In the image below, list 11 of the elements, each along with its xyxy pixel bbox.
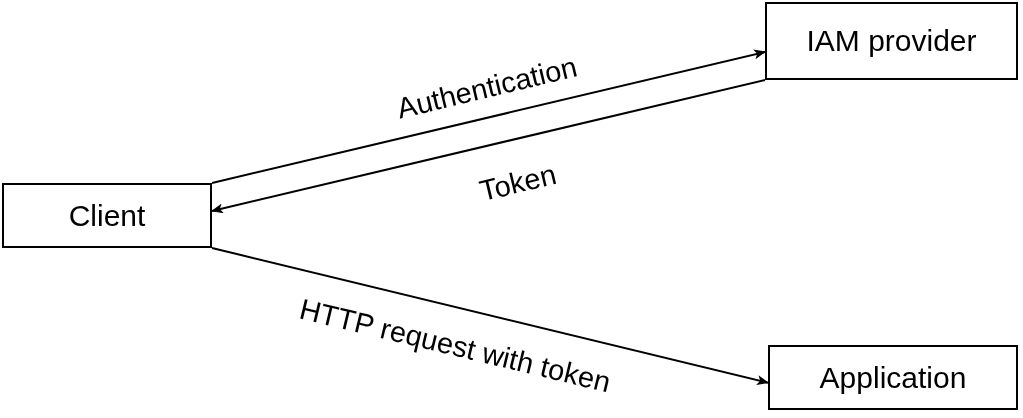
edge-label: HTTP request with token — [296, 294, 614, 398]
arrow — [211, 49, 766, 184]
node-label: IAM provider — [806, 26, 977, 56]
process-box — [765, 2, 1018, 80]
process-box — [2, 183, 212, 248]
node-label: Application — [819, 362, 967, 393]
arrow — [211, 79, 766, 214]
process-box — [768, 345, 1018, 410]
edge-label: Token — [477, 159, 559, 207]
node-label: Client — [68, 200, 146, 231]
arrow — [211, 247, 769, 385]
